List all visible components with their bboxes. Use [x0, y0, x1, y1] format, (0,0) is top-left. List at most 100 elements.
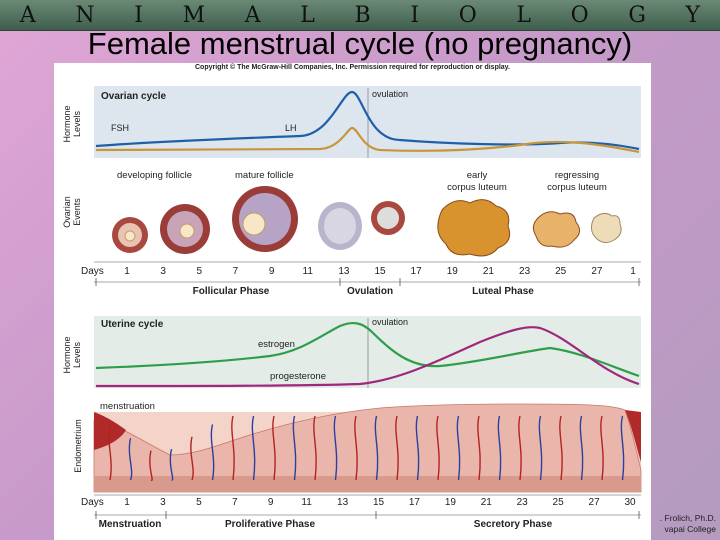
gland-vessel [374, 415, 379, 481]
ovarian-day-9-4: 9 [269, 266, 275, 277]
gland-vessel [272, 415, 276, 481]
gland-vessel [415, 415, 420, 481]
luteal-phase-label: Luteal Phase [472, 286, 534, 297]
ovarian-hormone-panel [94, 86, 641, 158]
gland-vessel [620, 415, 625, 481]
mature-follicle-label: mature follicle [235, 170, 294, 181]
uterine-hormone-panel [94, 316, 641, 388]
banner-glyph: A [19, 2, 36, 28]
uterine-day-11-5: 11 [301, 497, 312, 508]
author-credit: . Frolich, Ph.D. vapai College [660, 513, 716, 535]
uterine-phase-ticks [95, 511, 640, 519]
ovarian-day-7-3: 7 [233, 266, 239, 277]
uterine-day-15-7: 15 [373, 497, 385, 508]
ovarian-day-23-11: 23 [519, 266, 531, 277]
proliferative-phase-label: Proliferative Phase [225, 519, 315, 530]
banner-glyph: B [354, 2, 371, 28]
estrogen-label: estrogen [258, 339, 295, 350]
ovarian-axis-label-1: Hormone [62, 105, 72, 142]
ovarian-day-21-10: 21 [483, 266, 495, 277]
progesterone-curve [95, 326, 640, 388]
menstrual-shedding-right [625, 410, 641, 462]
gland-vessel [251, 415, 256, 481]
ovarian-day-3-1: 3 [160, 266, 166, 277]
page-title: Female menstrual cycle (no pregnancy) [87, 26, 633, 61]
banner-glyph: L [300, 2, 315, 28]
ovarian-events-label-1: Ovarian [62, 196, 72, 228]
gland-vessel [190, 436, 194, 481]
gland-vessel [600, 415, 604, 481]
gland-vessel [231, 415, 235, 481]
credit-line-2: vapai College [664, 524, 716, 534]
developing-follicle-label: developing follicle [117, 170, 192, 181]
follicle-1 [112, 217, 148, 253]
gland-vessel [538, 415, 543, 481]
gland-vessel [456, 415, 461, 481]
gland-vessel [169, 448, 174, 481]
uterine-day-27-13: 27 [589, 497, 601, 508]
uterine-panel-title: Uterine cycle [101, 319, 164, 330]
secretory-phase-label: Secretory Phase [474, 519, 553, 530]
uterine-day-19-9: 19 [445, 497, 457, 508]
banner-glyph: O [570, 2, 589, 28]
gland-vessel [497, 415, 502, 481]
ovarian-axis-label-2: Levels [72, 110, 82, 137]
gland-vessel [477, 415, 481, 481]
uterine-day-25-12: 25 [553, 497, 565, 508]
banner-glyph: Y [685, 2, 701, 28]
ovulation-phase-label: Ovulation [347, 286, 393, 297]
ovarian-day-27-13: 27 [591, 266, 603, 277]
credit-line-1: . Frolich, Ph.D. [659, 513, 716, 523]
gland-vessel [436, 415, 440, 481]
ovulation-label-bottom: ovulation [372, 317, 408, 327]
estrogen-curve [95, 321, 640, 378]
banner-glyph: A [244, 2, 261, 28]
gland-vessel [108, 425, 112, 481]
gland-vessel [333, 415, 338, 481]
early-corpus-label-1: early [467, 170, 488, 181]
ovarian-panel-title: Ovarian cycle [101, 91, 166, 102]
copyright-notice: Copyright © The McGraw-Hill Companies, I… [194, 64, 511, 71]
uterine-axis-label-2: Levels [72, 341, 82, 368]
gland-vessel [354, 415, 358, 481]
corpus-luteum-1 [437, 199, 511, 257]
ovarian-day-15-7: 15 [374, 266, 386, 277]
ovarian-day-13-6: 13 [338, 266, 350, 277]
ovarian-phase-ticks [95, 278, 640, 286]
progesterone-label: progesterone [270, 371, 326, 382]
banner-glyph: I [410, 2, 420, 28]
ovarian-days-label: Days [81, 266, 104, 277]
menstruation-phase-label: Menstruation [99, 519, 162, 530]
uterine-days-label: Days [81, 497, 104, 508]
menstrual-shedding [94, 412, 126, 450]
banner-glyph: O [458, 2, 477, 28]
banner-glyph: I [134, 2, 143, 28]
uterine-day-1-0: 1 [124, 497, 130, 508]
gland-vessel [313, 415, 317, 481]
ovarian-day-17-8: 17 [411, 266, 423, 277]
uterine-day-30-14: 30 [624, 497, 636, 508]
gland-vessel [395, 415, 399, 481]
uterine-day-9-4: 9 [268, 497, 274, 508]
ovarian-day-11-5: 11 [303, 266, 314, 277]
uterine-day-13-6: 13 [337, 497, 349, 508]
ovarian-day-1-0: 1 [124, 266, 130, 277]
gland-vessel [292, 415, 297, 481]
uterine-day-23-11: 23 [517, 497, 529, 508]
early-corpus-label-2: corpus luteum [447, 182, 507, 193]
uterine-day-3-1: 3 [160, 497, 166, 508]
uterine-day-21-10: 21 [481, 497, 493, 508]
corpus-luteum-2 [532, 211, 580, 248]
gland-vessel [128, 438, 133, 481]
endometrial-glands [108, 415, 625, 481]
gland-vessel [559, 415, 563, 481]
ovarian-events-label-2: Events [72, 198, 82, 226]
banner-glyph: M [182, 2, 206, 28]
fsh-label: FSH [111, 123, 129, 133]
lh-label: LH [285, 123, 297, 133]
banner-glyph: G [628, 2, 646, 28]
